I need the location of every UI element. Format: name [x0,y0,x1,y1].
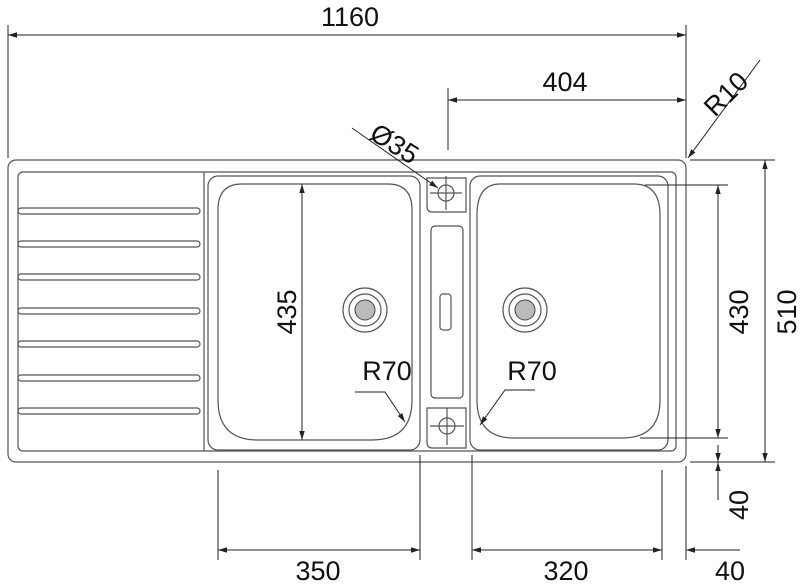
right-bowl-radius-label: R70 [507,356,557,386]
overall-width-label: 1160 [321,2,379,32]
sink-body [7,159,687,463]
dimension-lines [7,25,775,560]
tap-hole-bottom [426,407,467,449]
right-bowl-depth-label: 430 [724,289,754,334]
tap-hole-label: Ø35 [365,118,424,170]
left-drain [342,287,388,333]
tap-offset-label: 404 [542,67,587,97]
left-bowl-width-label: 350 [295,556,340,585]
tap-hole-top [426,176,467,213]
right-drain [502,287,548,333]
right-bowl-width-label: 320 [543,556,588,585]
overall-depth-label: 510 [772,289,800,334]
overflow-slot [430,225,464,399]
drainer-grooves [17,207,201,415]
right-margin-label: 40 [715,556,745,585]
left-bowl-depth-label: 435 [272,289,302,334]
left-bowl [207,175,421,451]
bottom-margin-label: 40 [724,490,754,520]
left-bowl-radius-label: R70 [362,356,412,386]
right-bowl [469,175,669,451]
corner-radius-label: R10 [698,66,754,122]
